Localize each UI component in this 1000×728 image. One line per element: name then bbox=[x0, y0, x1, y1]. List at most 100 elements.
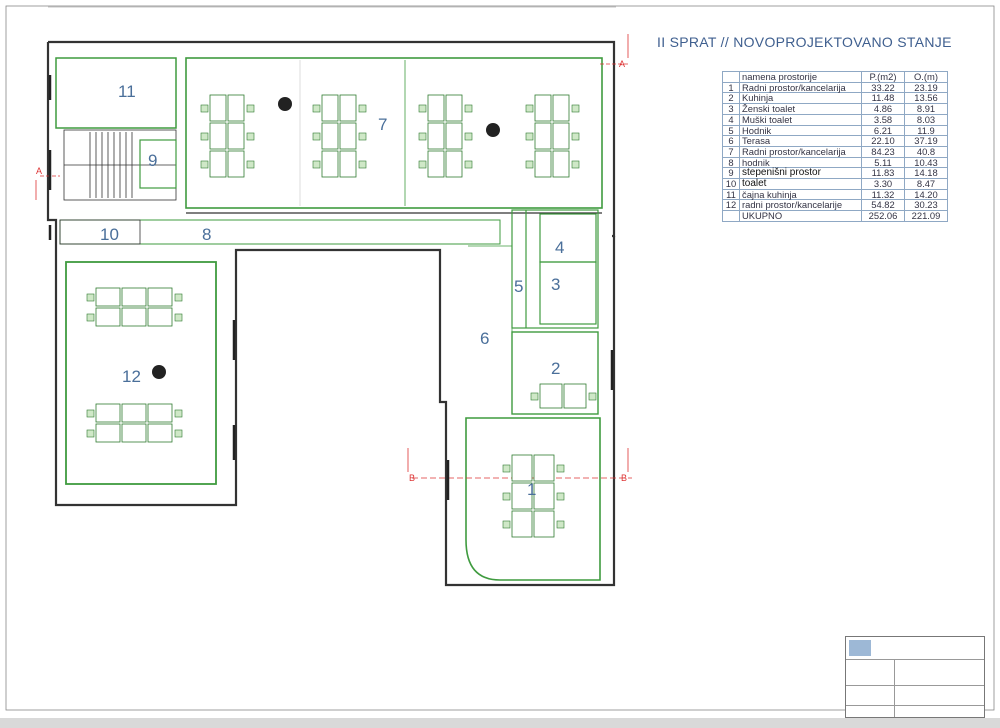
drawing-title: II SPRAT // NOVOPROJEKTOVANO STANJE bbox=[657, 34, 952, 50]
desk bbox=[339, 94, 357, 122]
row-perimeter: 8.47 bbox=[904, 178, 948, 190]
desk bbox=[121, 287, 147, 307]
desk bbox=[533, 510, 555, 538]
section-label-b-left: B bbox=[409, 473, 415, 483]
desk bbox=[552, 94, 570, 122]
total-label: UKUPNO bbox=[739, 210, 862, 222]
chair bbox=[86, 409, 95, 418]
corridor-8-outline bbox=[59, 219, 501, 245]
room-label-7: 7 bbox=[378, 115, 387, 134]
row-area: 54.82 bbox=[861, 199, 905, 212]
row-name: Muški toalet bbox=[739, 113, 862, 126]
total-blank bbox=[722, 210, 740, 222]
chair bbox=[530, 392, 539, 401]
row-perimeter: 23.19 bbox=[904, 81, 948, 94]
total-perimeter: 221.09 bbox=[904, 210, 948, 222]
desk bbox=[147, 287, 173, 307]
room-11-outline bbox=[55, 57, 177, 129]
row-area: 5.11 bbox=[861, 156, 905, 169]
room-label-4: 4 bbox=[555, 238, 564, 257]
desk bbox=[147, 423, 173, 443]
row-area: 84.23 bbox=[861, 145, 905, 158]
row-perimeter: 8.91 bbox=[904, 103, 948, 115]
terrace-6-edge bbox=[468, 245, 513, 356]
desk bbox=[427, 122, 445, 150]
desk bbox=[511, 454, 533, 482]
row-area: 11.32 bbox=[861, 188, 905, 201]
desk bbox=[445, 122, 463, 150]
chair bbox=[200, 132, 209, 141]
chair bbox=[571, 132, 580, 141]
chair bbox=[86, 293, 95, 302]
section-label-a-left: A bbox=[36, 166, 42, 176]
desk bbox=[533, 454, 555, 482]
total-area: 252.06 bbox=[861, 210, 905, 222]
row-num: 12 bbox=[722, 199, 740, 212]
chair bbox=[418, 132, 427, 141]
row-name: toalet bbox=[739, 178, 862, 190]
row-area: 4.86 bbox=[861, 103, 905, 115]
row-perimeter: 10.43 bbox=[904, 156, 948, 169]
chair bbox=[86, 313, 95, 322]
chair bbox=[502, 492, 511, 501]
chair bbox=[418, 104, 427, 113]
section-label-a-right: A bbox=[619, 59, 625, 69]
row-name: Radni prostor/kancelarija bbox=[739, 81, 862, 94]
row-num: 6 bbox=[722, 135, 740, 147]
desk bbox=[539, 383, 563, 409]
room-label-1: 1 bbox=[527, 480, 536, 499]
room-label-8: 8 bbox=[202, 225, 211, 244]
row-area: 6.21 bbox=[861, 124, 905, 137]
chair bbox=[464, 104, 473, 113]
room-label-11: 11 bbox=[118, 82, 136, 101]
chair bbox=[358, 160, 367, 169]
desk bbox=[552, 150, 570, 178]
chair bbox=[418, 160, 427, 169]
chair bbox=[246, 104, 255, 113]
desk bbox=[227, 122, 245, 150]
title-block bbox=[845, 636, 985, 718]
chair bbox=[502, 464, 511, 473]
chair bbox=[525, 160, 534, 169]
chair bbox=[464, 132, 473, 141]
room-label-12: 12 bbox=[122, 367, 141, 386]
desk bbox=[227, 150, 245, 178]
desk bbox=[95, 403, 121, 423]
row-name: Kuhinja bbox=[739, 92, 862, 105]
room-2-outline bbox=[511, 331, 599, 415]
row-perimeter: 30.23 bbox=[904, 199, 948, 212]
row-num: 5 bbox=[722, 124, 740, 137]
row-name: hodnik bbox=[739, 156, 862, 169]
room-12-outline bbox=[65, 261, 217, 485]
row-perimeter: 40.8 bbox=[904, 145, 948, 158]
chair bbox=[200, 160, 209, 169]
chair bbox=[571, 104, 580, 113]
room-label-3: 3 bbox=[551, 275, 560, 294]
desk bbox=[209, 150, 227, 178]
outer-walls bbox=[46, 40, 616, 587]
header-perimeter: O.(m) bbox=[904, 71, 948, 83]
desk bbox=[511, 482, 533, 510]
row-area: 11.48 bbox=[861, 92, 905, 105]
desk bbox=[147, 403, 173, 423]
row-num: 10 bbox=[722, 178, 740, 190]
desk bbox=[533, 482, 555, 510]
row-num: 3 bbox=[722, 103, 740, 115]
windows bbox=[48, 75, 614, 500]
row-name: Terasa bbox=[739, 135, 862, 147]
chair bbox=[556, 492, 565, 501]
chair bbox=[525, 132, 534, 141]
row-name: Ženski toalet bbox=[739, 103, 862, 115]
desk bbox=[121, 307, 147, 327]
furniture-layer bbox=[86, 94, 597, 538]
desk bbox=[121, 403, 147, 423]
chair bbox=[174, 293, 183, 302]
